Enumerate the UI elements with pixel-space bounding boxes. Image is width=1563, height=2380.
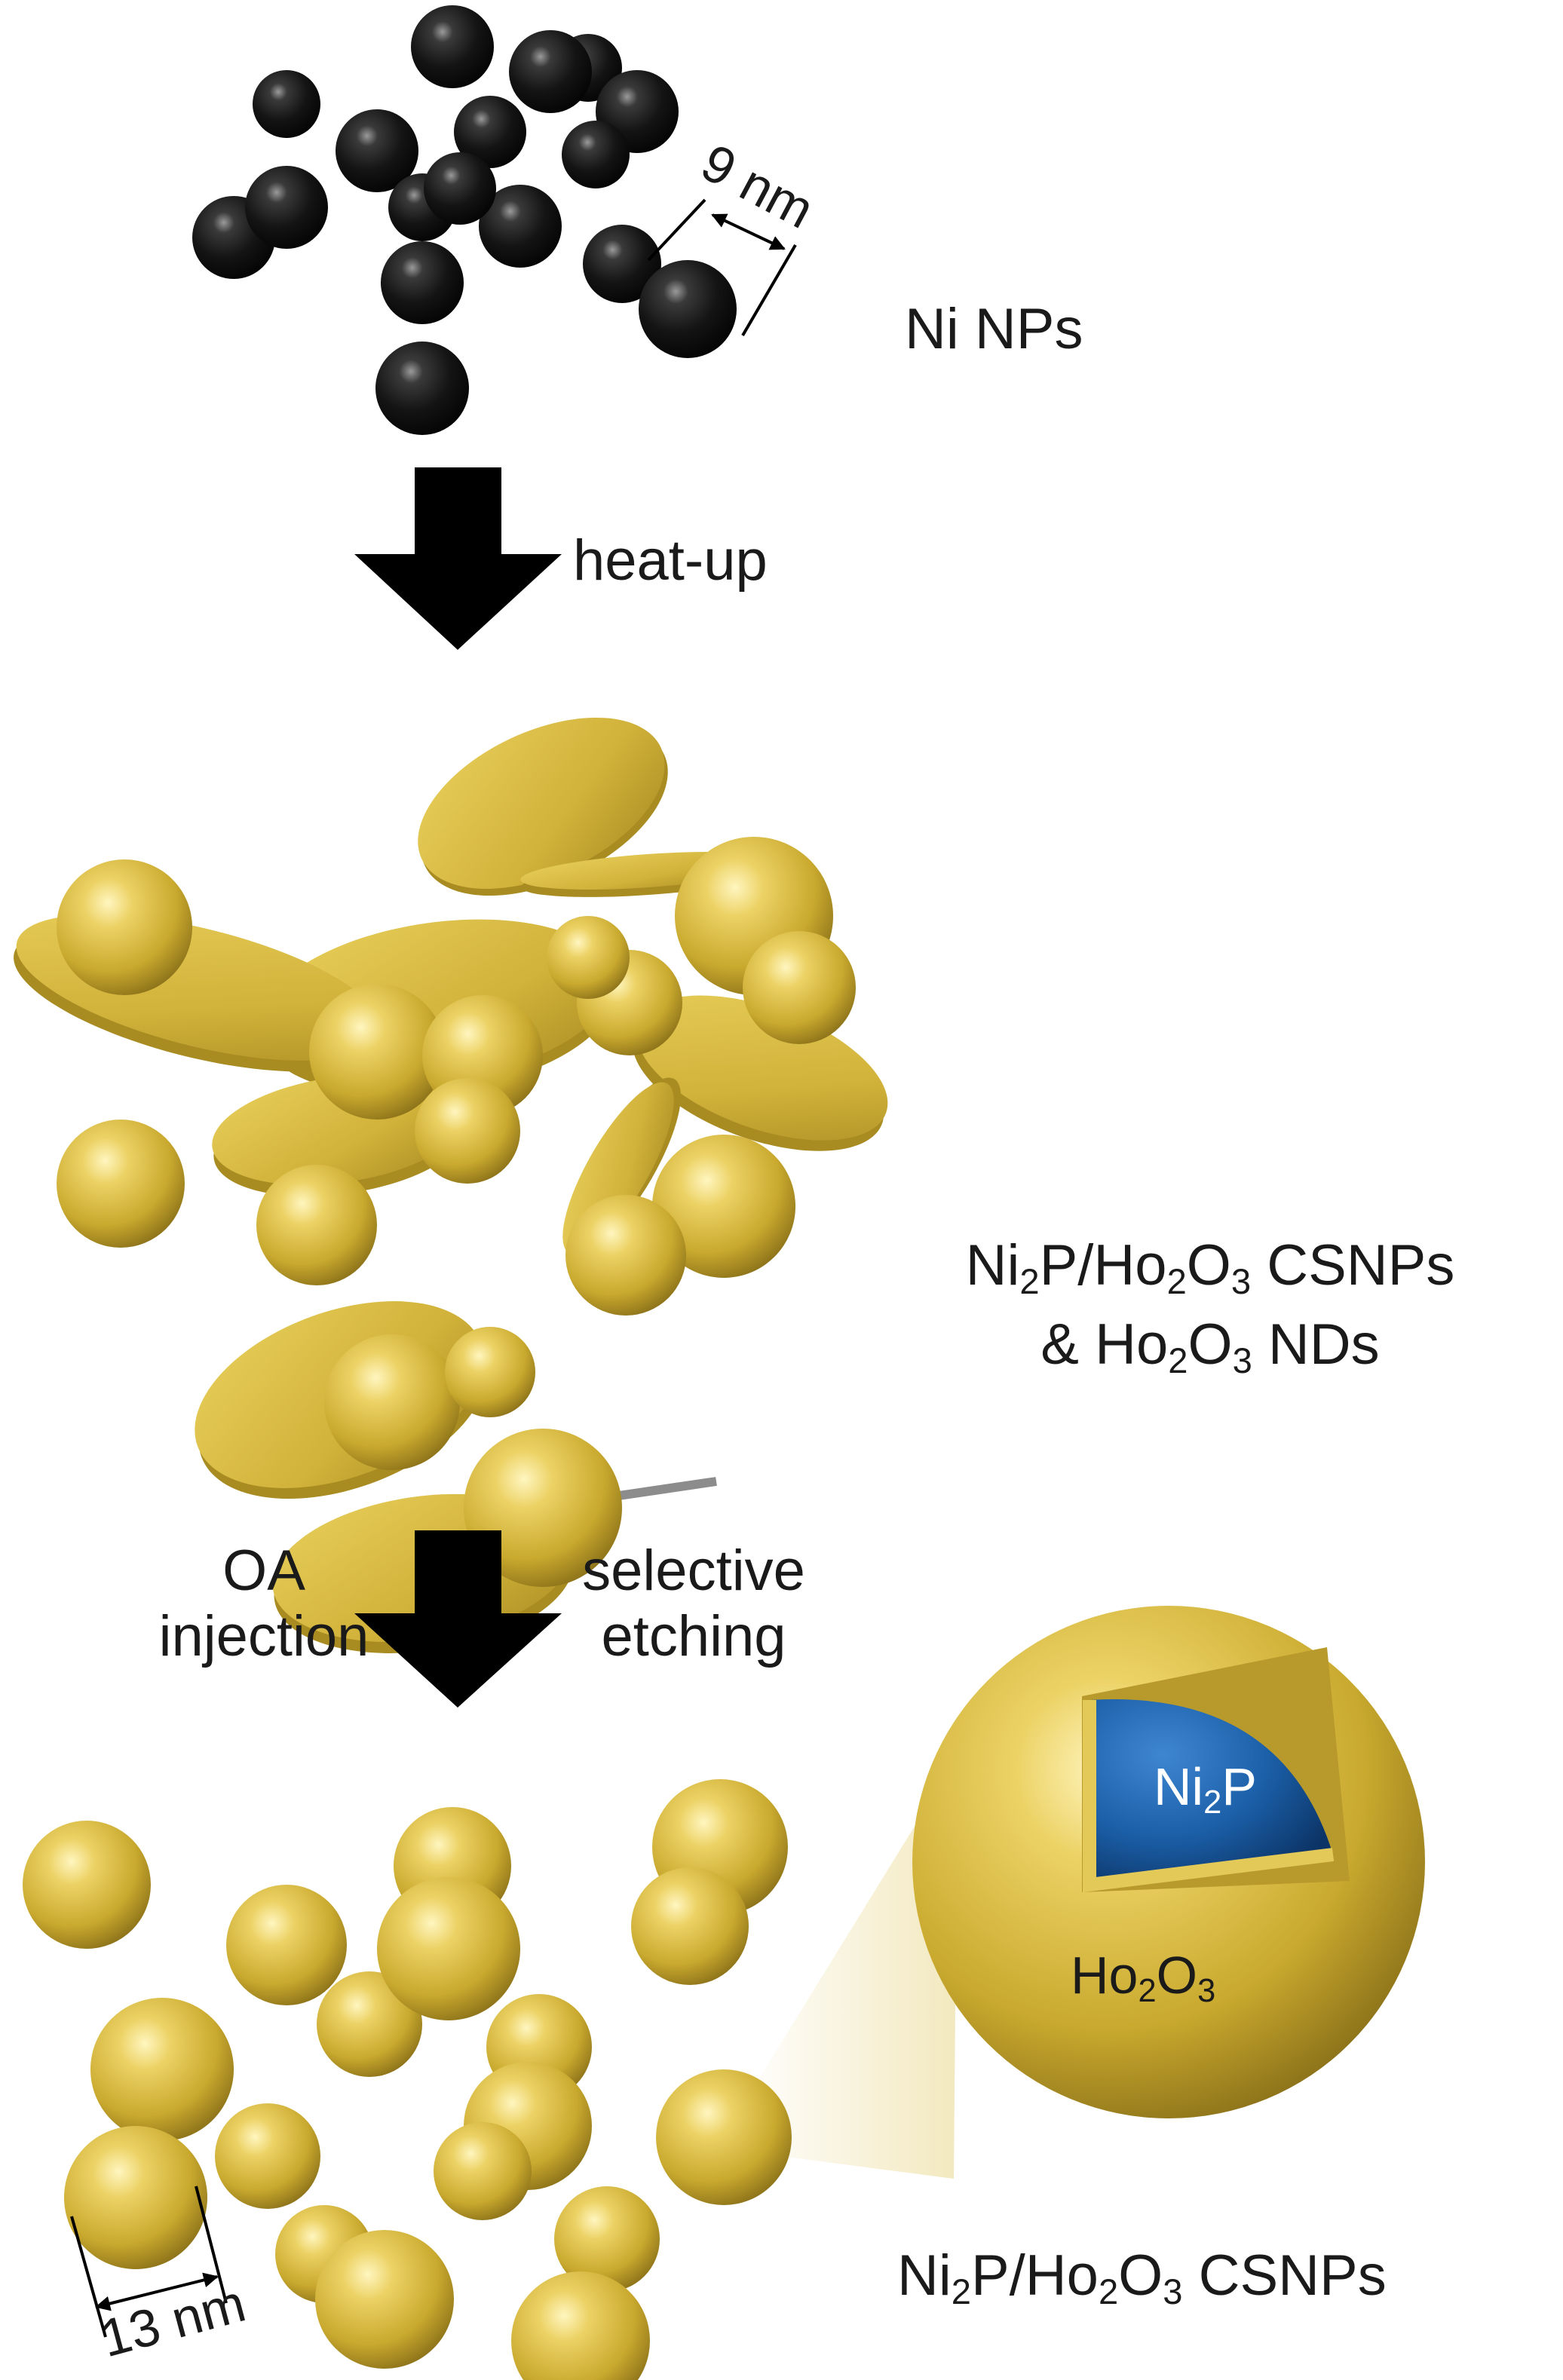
zoom-cone [758,1757,958,2179]
core-shell-nanoparticle [315,2230,454,2369]
core-shell-nanoparticle [324,1334,460,1470]
ni2p-core [1090,1699,1333,1885]
ni-nanoparticle [562,121,630,188]
core-shell-nanoparticle [317,1971,422,2077]
core-shell-nanoparticle [90,1998,234,2141]
ni-nanoparticle [454,96,526,168]
core-shell-nanoparticle [309,984,445,1120]
core-shell-nanoparticle [554,2186,660,2292]
core-shell-nanoparticle [631,1867,749,1985]
ni-nanoparticle [411,5,494,88]
core-shell-nanoparticle [377,1877,520,2020]
heat-up-label: heat-up [573,528,768,593]
size-indicator-13nm [70,2185,228,2338]
ni-nanoparticle [381,241,464,324]
core-shell-nanoparticle [547,916,630,999]
core-label: Ni2P [1154,1757,1257,1821]
shell-label: Ho2O3 [1071,1946,1216,2009]
ni-nanoparticle [253,70,320,138]
mixture-label-line2: & Ho2O3 NDs [1040,1313,1380,1381]
ho2o3-nanodisc [418,717,665,889]
core-shell-nanoparticle [256,1165,377,1285]
mixture-label: Ni2P/Ho2O3 CSNPs & Ho2O3 NDs [890,1233,1531,1378]
core-shell-nanoparticle [226,1885,347,2005]
ni-nanoparticle [245,166,328,249]
selective-etching-label: selective etching [582,1539,805,1669]
down-arrow-etching [354,1530,562,1708]
core-shell-nanoparticle [57,1120,185,1248]
ni2p-ho2o3-csnps-cluster [23,1779,792,2380]
core-shell-nanoparticle [743,931,856,1044]
size-indicator-9nm [647,198,797,337]
ni-nanoparticle [479,185,562,268]
core-shell-nanoparticle [57,859,192,995]
ni-nanoparticle [509,30,592,113]
core-shell-nanoparticle [511,2271,650,2380]
core-shell-nanoparticle [434,2122,532,2220]
csnps-label: Ni2P/Ho2O3 CSNPs [897,2244,1387,2311]
core-shell-nanoparticle [64,2126,207,2269]
ho2o3-nanodisc-mixture [14,717,888,1653]
down-arrow-heat-up [354,467,562,650]
core-shell-nanoparticle [652,1135,795,1278]
ni-nanoparticle [583,225,661,303]
ni-nanoparticle [424,152,496,225]
core-shell-nanoparticle [415,1078,520,1184]
core-shell-cutaway [912,1606,1425,2118]
core-shell-nanoparticle [565,1195,686,1316]
core-shell-nanoparticle [656,2069,792,2205]
ni-nanoparticle [336,109,418,192]
core-shell-nanoparticle [215,2103,320,2209]
ni-nanoparticle [639,260,737,358]
oa-injection-label: OA injection [158,1539,369,1669]
ni-nanoparticles-cluster [192,5,737,435]
core-shell-nanoparticle [23,1821,151,1949]
mixture-label-line1: Ni2P/Ho2O3 CSNPs [965,1233,1455,1301]
core-shell-nanoparticle [464,1429,622,1587]
core-shell-nanoparticle [445,1327,535,1417]
ni-nps-label: Ni NPs [905,297,1083,361]
ni-nanoparticle [375,342,469,435]
